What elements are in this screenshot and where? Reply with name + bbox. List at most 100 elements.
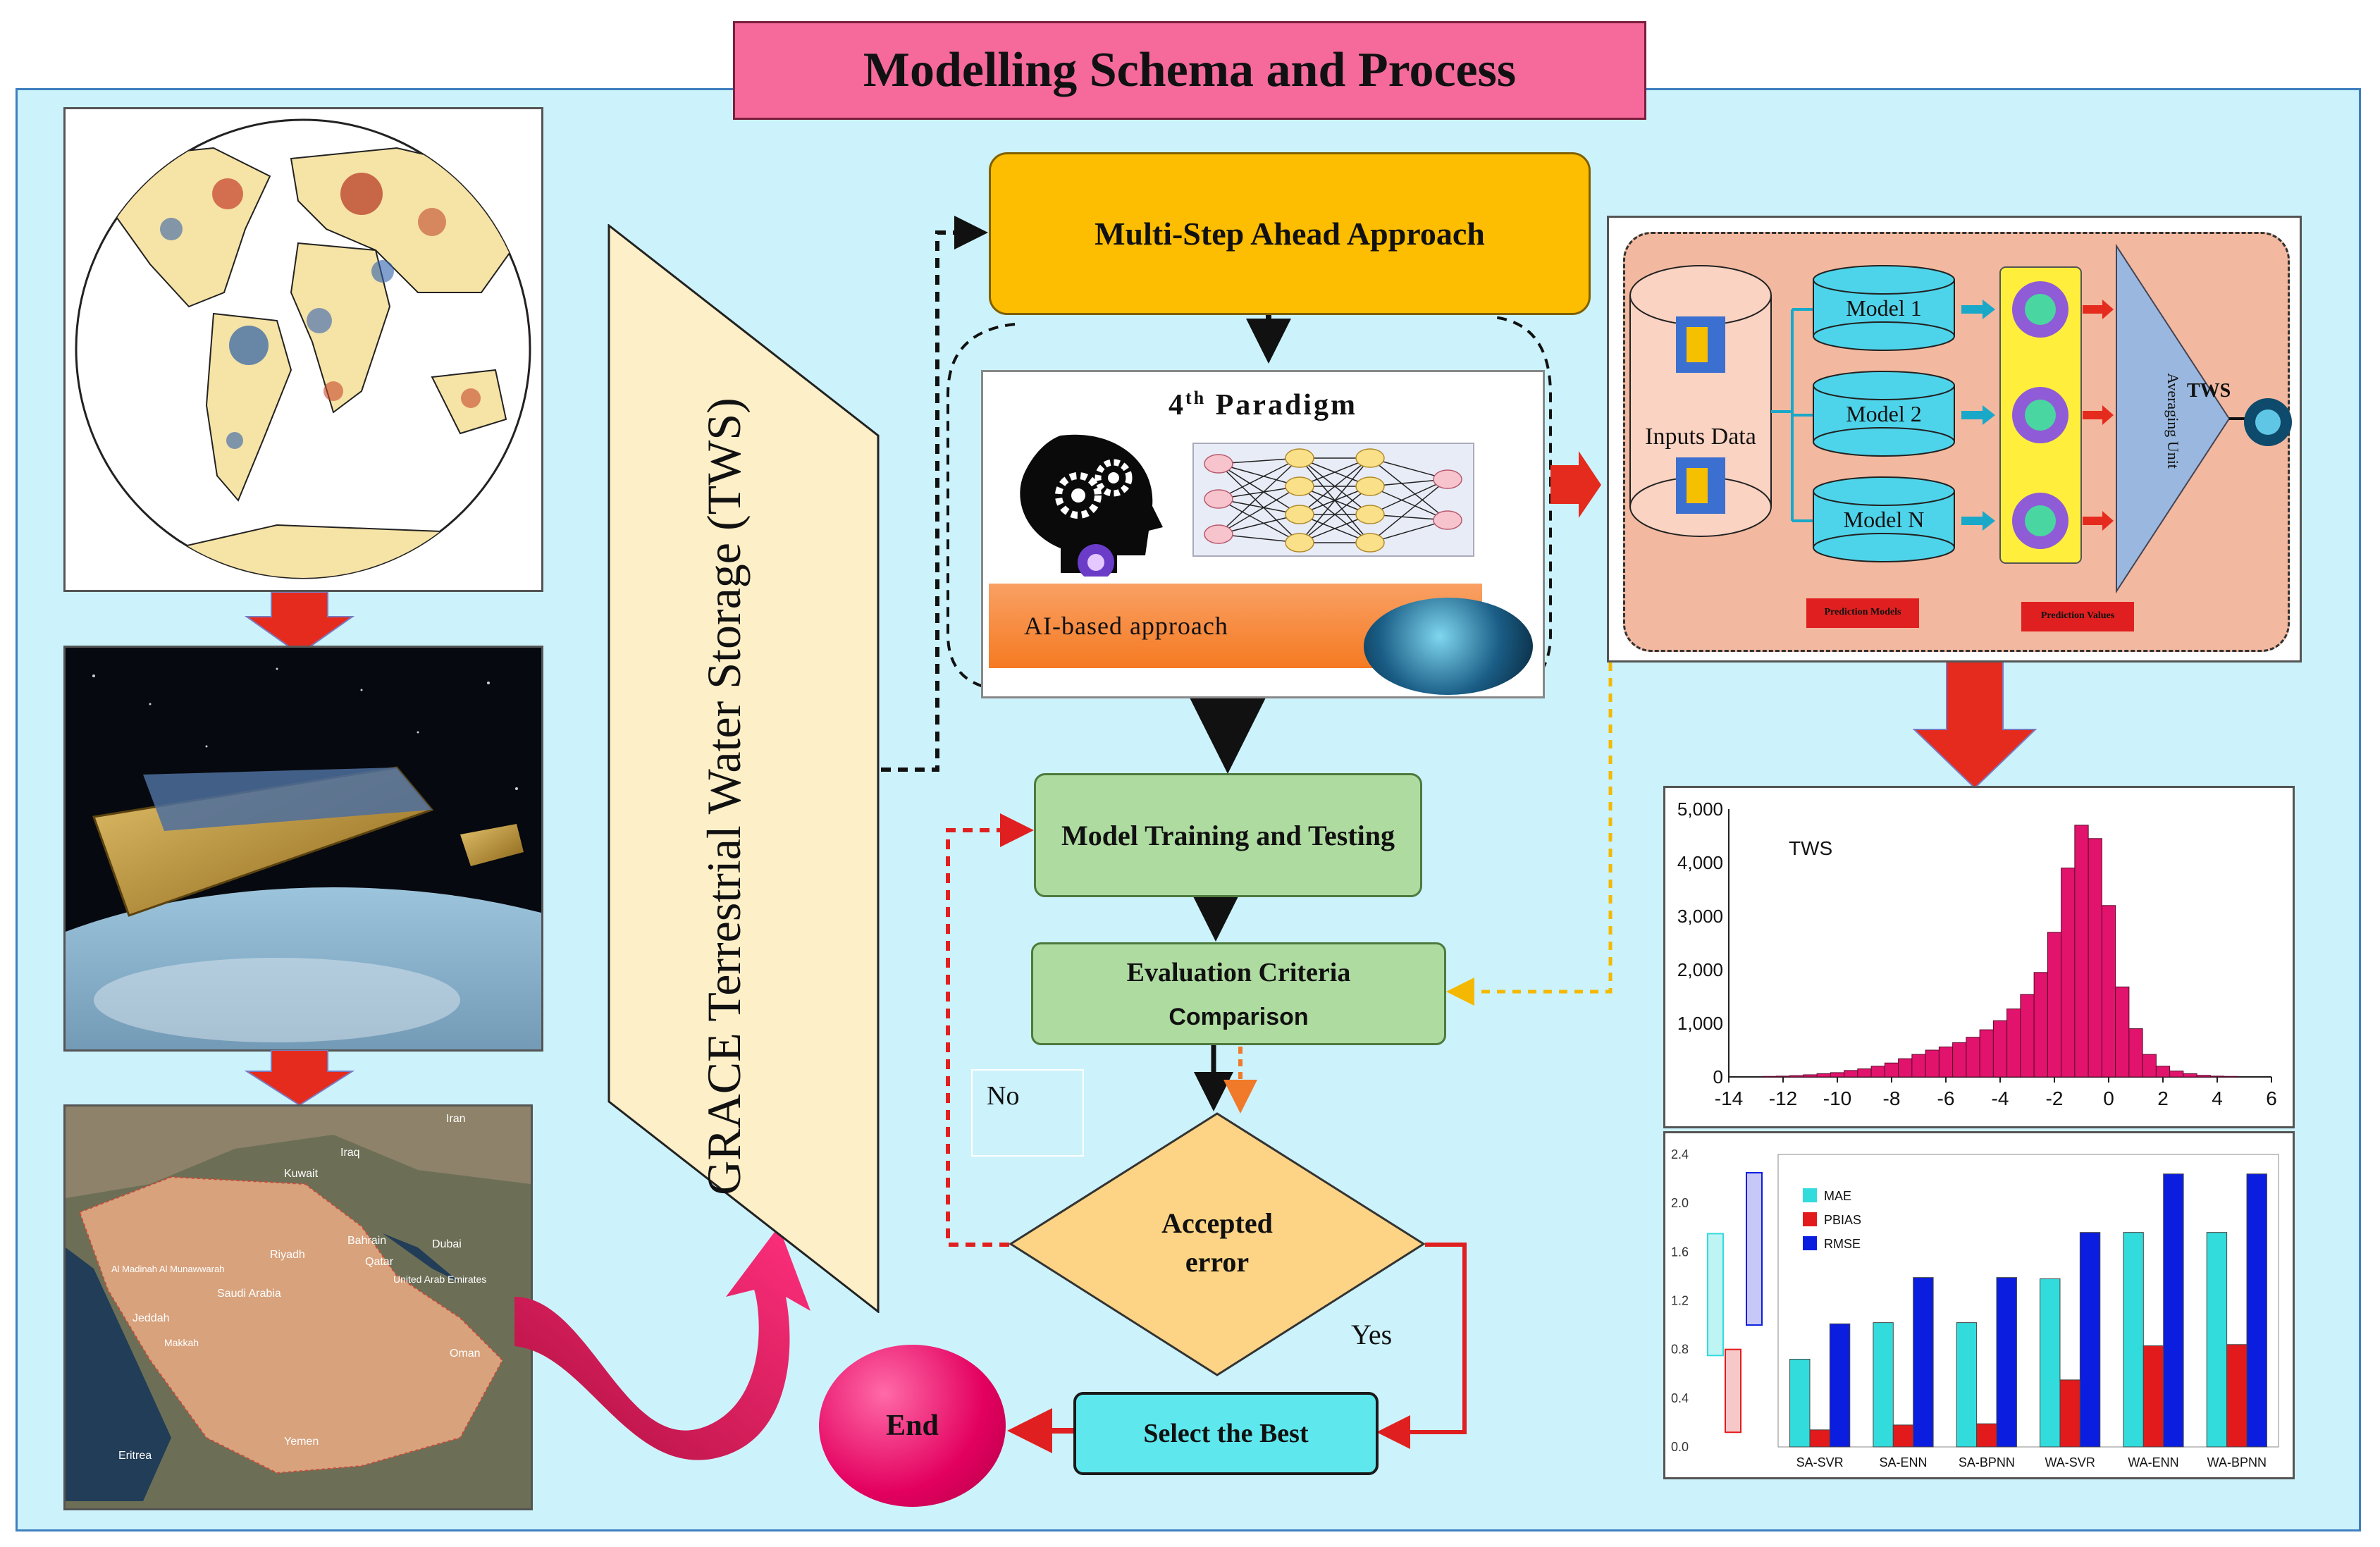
hist-y-tick-label: 3,000 [1677, 906, 1723, 927]
bar-y-tick-label: 0.4 [1671, 1391, 1689, 1405]
hist-x-tick-label: 0 [2103, 1087, 2114, 1109]
curved-arrow [507, 1170, 818, 1469]
hist-x-tick-label: -14 [1715, 1087, 1743, 1109]
tws-output-label: TWS [2187, 380, 2231, 402]
bar-rmse [2246, 1173, 2267, 1448]
bar-mae [2206, 1232, 2228, 1448]
legend-swatch [1803, 1212, 1817, 1226]
down-arrow-1 [243, 591, 356, 659]
hist-bar [2196, 1075, 2211, 1078]
grace-satellite-image [63, 646, 543, 1052]
mae-boxplot [1707, 1233, 1724, 1357]
down-arrow-2 [243, 1049, 356, 1110]
bar-pbias [2142, 1345, 2164, 1448]
hist-bar [2047, 932, 2062, 1078]
hist-x-tick-label: -12 [1769, 1087, 1797, 1109]
select-best-box: Select the Best [1073, 1392, 1379, 1475]
hist-bar [1803, 1074, 1818, 1078]
map-label-kuwait: Kuwait [284, 1168, 319, 1180]
legend-swatch [1803, 1236, 1817, 1250]
hist-bar [1898, 1058, 1913, 1078]
hist-bar [2115, 986, 2130, 1078]
hist-bar [1857, 1068, 1872, 1078]
bar-category-label: SA-SVR [1796, 1455, 1844, 1469]
hist-x-tick-label: 6 [2266, 1087, 2277, 1109]
model-2-label: Model 2 [1846, 401, 1922, 426]
bar-category-label: SA-BPNN [1959, 1455, 2015, 1469]
bar-rmse [1996, 1277, 2017, 1448]
hist-y-tick-label: 5,000 [1677, 799, 1723, 820]
map-label-bahrain: Bahrain [347, 1235, 386, 1247]
hist-bar [2224, 1075, 2238, 1078]
evaluation-subtitle: Comparison [1169, 1003, 1309, 1030]
bar-pbias [1809, 1429, 1830, 1448]
hist-x-tick-label: -2 [2046, 1087, 2064, 1109]
hist-bar [2033, 972, 2048, 1078]
neural-network-icon [1192, 443, 1474, 557]
hist-bar [1966, 1037, 1980, 1078]
hist-bar [1830, 1072, 1845, 1078]
hist-bar [1870, 1066, 1885, 1078]
map-label-jeddah: Jeddah [132, 1312, 170, 1324]
hist-bar [2169, 1071, 2184, 1078]
grace-tws-box: GRACE Terrestrial Water Storage (TWS) [608, 223, 881, 1314]
hist-title: TWS [1789, 837, 1832, 859]
evaluation-title: Evaluation Criteria [1126, 957, 1351, 987]
map-label-qatar: Qatar [365, 1256, 394, 1268]
hist-bar [1762, 1075, 1777, 1078]
hist-bar [1816, 1073, 1831, 1078]
multi-step-ahead-box: Multi-Step Ahead Approach [989, 152, 1591, 315]
hist-bar [2209, 1075, 2225, 1078]
ensemble-model-diagram: Inputs Data Model 1 Model 2 Model N Aver… [1607, 216, 2302, 662]
end-terminal: End [819, 1345, 1006, 1507]
hist-bar [1979, 1029, 1994, 1078]
bar-mae [1789, 1359, 1811, 1448]
map-label-dubai: Dubai [432, 1238, 462, 1250]
bar-rmse [1829, 1323, 1851, 1448]
hist-bar [1844, 1070, 1858, 1078]
hist-bar [1938, 1046, 1954, 1078]
legend-swatch [1803, 1188, 1817, 1202]
bar-category-label: WA-BPNN [2207, 1455, 2267, 1469]
hist-bar [2088, 838, 2102, 1078]
map-label-oman: Oman [450, 1348, 481, 1360]
ai-globe-icon [1364, 598, 1533, 695]
map-label-makkah: Makkah [164, 1337, 199, 1348]
rmse-boxplot [1746, 1171, 1763, 1326]
hist-y-tick-label: 1,000 [1677, 1013, 1723, 1034]
prediction-values-label: Prediction Values [2040, 610, 2115, 621]
decision-label: Accepted error [1161, 1207, 1273, 1278]
bar-plot-frame [1777, 1154, 2279, 1448]
hist-bar [2006, 1008, 2021, 1078]
bar-y-tick-label: 1.2 [1671, 1294, 1689, 1308]
averaging-unit-label: Averaging Unit [2164, 373, 2182, 469]
bar-pbias [1892, 1424, 1914, 1448]
hist-bar [1789, 1075, 1804, 1078]
hist-y-tick-label: 4,000 [1677, 852, 1723, 873]
diagram-title: Modelling Schema and Process [733, 21, 1646, 120]
head-gears-icon [1011, 429, 1166, 581]
map-label-eritrea: Eritrea [118, 1450, 152, 1462]
bar-y-tick-label: 0.8 [1671, 1343, 1689, 1357]
bar-y-tick-label: 2.0 [1671, 1196, 1689, 1210]
map-label-iraq: Iraq [340, 1147, 360, 1159]
hist-bar [1911, 1054, 1926, 1078]
hist-bar [2142, 1054, 2157, 1078]
bar-y-tick-label: 1.6 [1671, 1245, 1689, 1259]
prediction-models-label: Prediction Models [1824, 607, 1901, 617]
bar-mae [1873, 1322, 1894, 1448]
fourth-paradigm-box: 4th Paradigm [981, 370, 1545, 698]
legend-label: PBIAS [1824, 1213, 1861, 1227]
hist-bar [2101, 905, 2116, 1078]
hist-x-tick-label: 2 [2157, 1087, 2169, 1109]
bar-rmse [2163, 1173, 2184, 1448]
pbias-boxplot [1725, 1348, 1741, 1434]
map-label-yemen: Yemen [284, 1436, 319, 1448]
hist-bar [1775, 1075, 1791, 1078]
legend-label: RMSE [1824, 1237, 1861, 1251]
bar-mae [2040, 1278, 2061, 1448]
bar-y-tick-label: 2.4 [1671, 1147, 1689, 1161]
